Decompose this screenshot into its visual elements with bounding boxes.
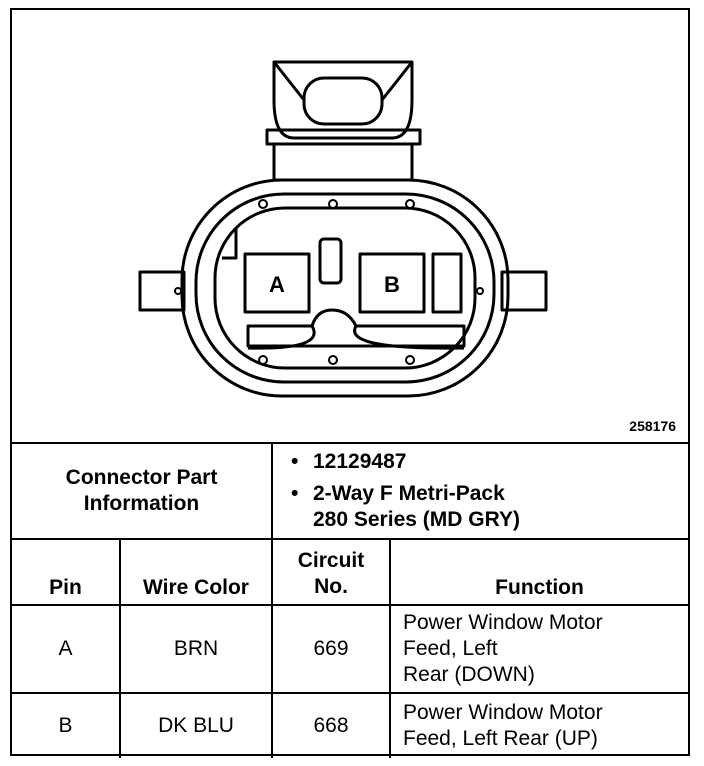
cavity-shoulder-left: [222, 228, 238, 260]
pin-a-box: [243, 252, 311, 314]
connector-diagram: A B: [138, 60, 548, 398]
function-cell: Power Window Motor Feed, Left Rear (UP): [389, 692, 688, 758]
connector-body-outer: [180, 178, 510, 398]
dot: [258, 199, 268, 209]
pin-cell: A: [12, 604, 121, 694]
latch-slot: [302, 76, 384, 126]
pin-b-box: [358, 252, 426, 314]
part-info-values: •12129487 •2-Way F Metri-Pack 280 Series…: [271, 442, 688, 540]
dot: [476, 287, 484, 295]
right-slot: [431, 252, 463, 314]
part-info-row: Connector Part Information •12129487 •2-…: [12, 442, 688, 540]
circuit-cell: 668: [271, 692, 391, 758]
table-row: B DK BLU 668 Power Window Motor Feed, Le…: [12, 692, 688, 758]
connector-body-inner: [194, 192, 496, 384]
dot: [328, 355, 338, 365]
diagram-frame: A B 258176 Connector Part Information •1…: [10, 8, 690, 758]
center-post: [246, 308, 466, 348]
wire-color-cell: DK BLU: [119, 692, 273, 758]
header-pin: Pin: [12, 538, 121, 606]
part-description: •2-Way F Metri-Pack: [291, 482, 505, 505]
dot: [174, 287, 182, 295]
connector-latch: [272, 60, 414, 140]
right-tab: [500, 270, 548, 312]
header-function: Function: [389, 538, 688, 606]
dot: [405, 199, 415, 209]
dot: [258, 355, 268, 365]
left-tab: [138, 270, 186, 312]
center-key: [318, 237, 343, 285]
wire-color-cell: BRN: [119, 604, 273, 694]
figure-number: 258176: [629, 418, 676, 434]
pin-b-label: B: [384, 272, 400, 297]
dot: [328, 199, 338, 209]
header-circuit: Circuit No.: [271, 538, 391, 606]
connector-cavity: [213, 206, 477, 370]
pin-a-label: A: [269, 272, 285, 297]
connector-info-table: Connector Part Information •12129487 •2-…: [12, 442, 688, 758]
header-row: Pin Wire Color Circuit No. Function: [12, 538, 688, 606]
part-info-label: Connector Part Information: [12, 442, 273, 540]
dot: [405, 355, 415, 365]
header-wire-color: Wire Color: [119, 538, 273, 606]
table-row: A BRN 669 Power Window Motor Feed, Left …: [12, 604, 688, 694]
latch-base: [265, 128, 422, 146]
pin-cell: B: [12, 692, 121, 758]
latch-neck: [272, 144, 414, 182]
circuit-cell: 669: [271, 604, 391, 694]
part-number: •12129487: [291, 450, 407, 473]
function-cell: Power Window Motor Feed, Left Rear (DOWN…: [389, 604, 688, 694]
